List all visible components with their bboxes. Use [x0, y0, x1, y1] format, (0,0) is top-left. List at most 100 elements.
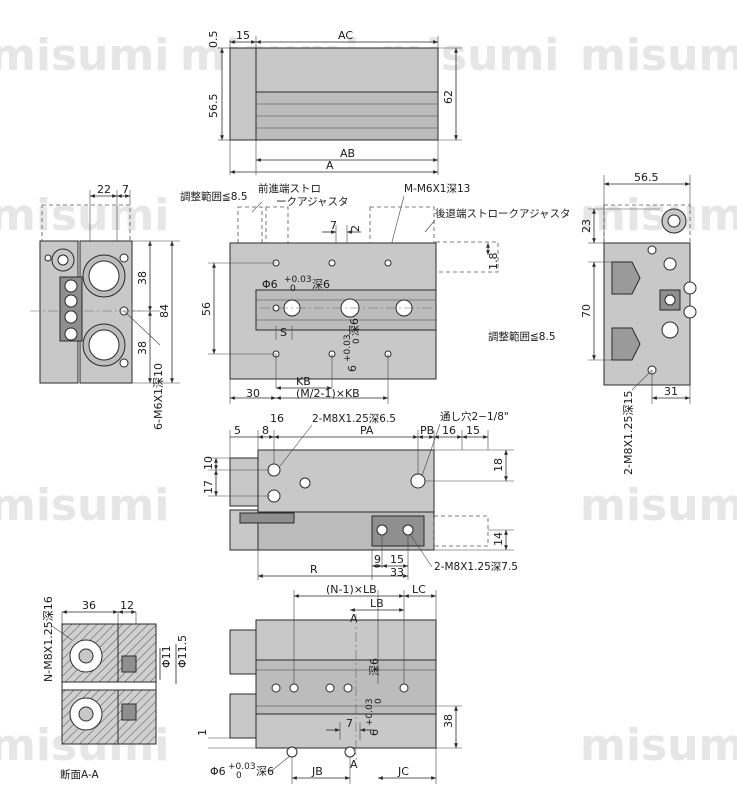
top-view-upper — [255, 47, 439, 93]
watermark-text: misumi — [0, 30, 169, 81]
dim-70: 70 — [580, 304, 593, 318]
dim-0-5: 0.5 — [207, 31, 220, 49]
dim-pb: PB — [420, 424, 434, 437]
dim-36: 36 — [82, 599, 96, 612]
note-tol: +0.03 — [284, 275, 312, 285]
dim-56-5: 56.5 — [207, 94, 220, 119]
dim-9: 9 — [374, 553, 381, 566]
top-view: 15 AC 0.5 56.5 62 AB A — [207, 29, 462, 175]
watermark-text: misumi — [0, 190, 169, 241]
section-mark-a-bottom: A — [350, 758, 358, 771]
dim-56-5-right: 56.5 — [634, 171, 659, 184]
dim-38b: 38 — [136, 341, 149, 355]
dim-phi11-5: Φ11.5 — [176, 635, 189, 668]
watermark-text: misumi — [580, 480, 737, 531]
svg-text:0: 0 — [374, 698, 384, 704]
dim-30: 30 — [246, 387, 260, 400]
dim-62: 62 — [442, 90, 455, 104]
label-adj-range-2: 調整範囲≦8.5 — [488, 330, 556, 343]
dim-14: 14 — [492, 532, 505, 546]
dim-31: 31 — [664, 385, 678, 398]
note-through-hole: 通し穴2−1/8" — [440, 410, 509, 423]
note-6-m6: 6-M6X1深10 — [152, 363, 165, 430]
dim-33: 33 — [390, 566, 404, 579]
dim-kb: KB — [296, 375, 311, 388]
svg-text:+0.03: +0.03 — [343, 334, 353, 362]
right-end-view: 56.5 23 70 31 2-M8X1.25深15 — [580, 171, 697, 475]
dim-a: A — [326, 159, 334, 172]
dim-1: 1 — [196, 729, 209, 736]
watermark-text: misumi — [580, 30, 737, 81]
dim-16a: 16 — [270, 412, 284, 425]
dim-15: 15 — [236, 29, 250, 42]
svg-text:深6: 深6 — [256, 765, 274, 778]
svg-text:深6: 深6 — [368, 658, 381, 676]
vert-note-plan: 6 +0.03 0 深6 — [343, 318, 362, 372]
note-2-m8-right: 2-M8X1.25深15 — [622, 391, 635, 475]
label-rear-adjuster: 後退端ストロークアジャスタ — [435, 207, 571, 220]
dim-7-plan: 7 — [330, 219, 337, 232]
dim-15b: 15 — [390, 553, 404, 566]
dim-lb: LB — [370, 597, 384, 610]
watermark-text: misumi — [580, 190, 737, 241]
dim-38a: 38 — [136, 271, 149, 285]
top-view-endplate — [229, 47, 257, 141]
dim-pa: PA — [360, 424, 374, 437]
dim-ac: AC — [338, 29, 353, 42]
svg-text:0: 0 — [352, 338, 362, 344]
label-m-m6: M-M6X1深13 — [404, 183, 470, 195]
note-tol0: 0 — [290, 284, 296, 294]
watermark: misumi misumi misumi misumi misumi misum… — [0, 30, 737, 771]
svg-text:+0.03: +0.03 — [228, 762, 256, 772]
svg-text:+0.03: +0.03 — [365, 698, 375, 726]
dim-s: S — [280, 326, 287, 339]
dim-7: 7 — [122, 183, 129, 196]
vert-note-bottom: 6 +0.03 0 深6 — [365, 658, 384, 736]
dim-56: 56 — [200, 302, 213, 316]
hole-note-bottom: Φ6 +0.03 0 深6 — [210, 762, 274, 781]
dim-1-8: 1.8 — [487, 253, 500, 271]
dim-12: 12 — [120, 599, 134, 612]
side-view: 5 8 16 PA PB 16 15 2-M8X1.25深6.5 通し穴2−1/… — [202, 410, 518, 580]
svg-text:6: 6 — [346, 365, 359, 372]
dim-17: 17 — [202, 480, 215, 494]
dim-10: 10 — [202, 456, 215, 470]
note-depth: 深6 — [312, 278, 330, 291]
dim-16b: 16 — [442, 424, 456, 437]
note-n-m8: N-M8X1.25深16 — [42, 596, 55, 682]
plan-view: 調整範囲≦8.5 前進端ストロ ークアジャスタ M-M6X1深13 後退端ストロ… — [180, 182, 571, 404]
dim-jc: JC — [397, 765, 409, 778]
dim-m2kb: (M/2-1)×KB — [296, 387, 360, 400]
dim-15-side: 15 — [466, 424, 480, 437]
dim-38-bottom: 38 — [442, 714, 455, 728]
left-end-view: 22 7 38 84 38 6-M6X1深10 — [30, 183, 180, 430]
label-adj-range-1: 調整範囲≦8.5 — [180, 190, 248, 203]
dim-ab: AB — [340, 147, 355, 160]
dim-18: 18 — [492, 458, 505, 472]
section-caption: 断面A-A — [60, 768, 100, 781]
bottom-view: (N-1)×LB LB LC A 38 7 1 Φ6 +0.03 0 深6 6 … — [196, 583, 462, 784]
note-phi6: Φ6 — [262, 278, 278, 291]
label-front-adjuster-1: 前進端ストロ — [258, 182, 321, 195]
svg-text:6: 6 — [368, 729, 381, 736]
dim-23: 23 — [580, 219, 593, 233]
watermark-text: misumi — [580, 720, 737, 771]
label-front-adjuster-2: ークアジャスタ — [276, 196, 349, 208]
dim-lc: LC — [412, 583, 426, 596]
dim-8: 8 — [262, 424, 269, 437]
note-2-m8-6-5: 2-M8X1.25深6.5 — [312, 413, 396, 425]
note-2-m8-7-5: 2-M8X1.25深7.5 — [434, 561, 518, 573]
dim-jb: JB — [311, 765, 323, 778]
dim-r: R — [310, 563, 318, 576]
note-phi6-bottom: Φ6 — [210, 765, 226, 778]
watermark-text: misumi — [0, 480, 169, 531]
dim-2-plan: 2 — [349, 225, 362, 232]
dim-7-bottom: 7 — [346, 717, 353, 730]
hole-note-plan: Φ6 +0.03 0 深6 — [262, 275, 330, 294]
dim-phi11: Φ11 — [160, 645, 173, 668]
svg-text:深6: 深6 — [348, 318, 361, 336]
dim-84: 84 — [158, 304, 171, 318]
section-mark-a-top: A — [350, 612, 358, 625]
